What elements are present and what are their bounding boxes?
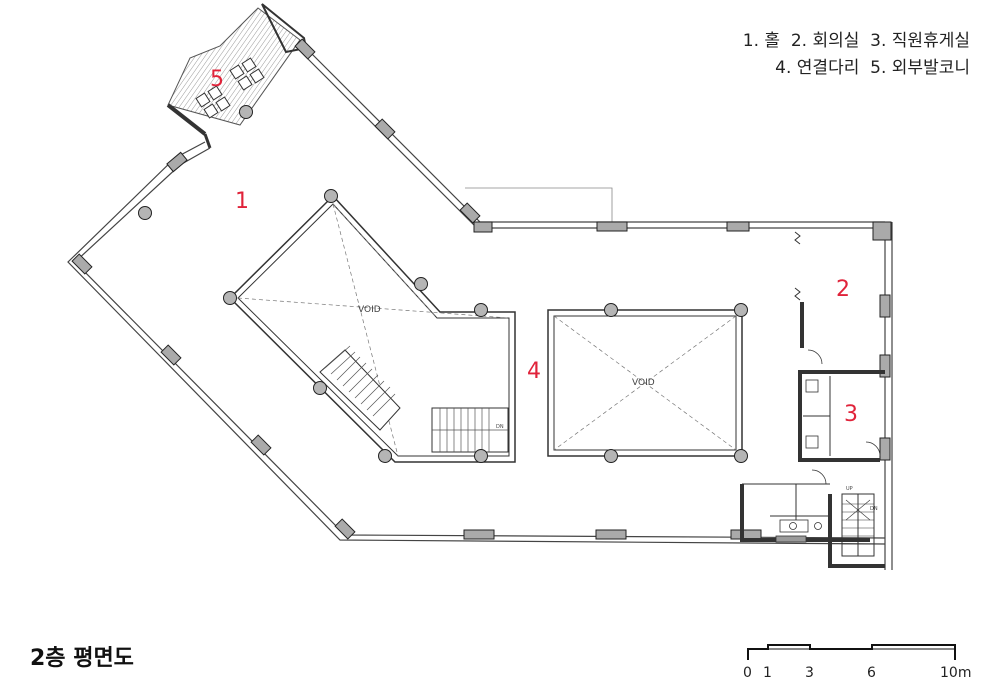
room-number-meeting: 2 — [836, 277, 850, 302]
void-label-right: VOID — [632, 378, 655, 388]
column — [604, 303, 618, 317]
scale-tick-3: 3 — [805, 665, 814, 681]
column — [474, 449, 488, 463]
legend-line-1: 1. 홀 2. 회의실 3. 직원휴게실 — [742, 31, 970, 51]
column — [604, 449, 618, 463]
stair-up-label: UP — [846, 486, 853, 492]
room-legend: 1. 홀 2. 회의실 3. 직원휴게실 4. 연결다리 5. 외부발코니 — [743, 28, 970, 82]
right-rooms — [740, 231, 885, 568]
column — [474, 303, 488, 317]
column — [734, 449, 748, 463]
column — [378, 449, 392, 463]
column — [223, 291, 237, 305]
balcony — [166, 3, 308, 149]
scale-tick-6: 6 — [867, 665, 876, 681]
column — [138, 206, 152, 220]
room-number-hall: 1 — [235, 189, 249, 214]
void-label-left: VOID — [358, 305, 381, 315]
stair-dn-label: DN — [870, 506, 878, 512]
legend-line-2: 4. 연결다리 5. 외부발코니 — [775, 58, 970, 78]
stair-dn-label-left: DN — [496, 424, 504, 430]
plan-title: 2층 평면도 — [30, 646, 134, 671]
room-number-lounge: 3 — [844, 402, 858, 427]
balcony-wall — [203, 133, 212, 149]
column — [324, 189, 338, 203]
room-number-balcony: 5 — [210, 67, 224, 92]
room-number-bridge: 4 — [527, 359, 541, 384]
stair-left — [319, 345, 509, 453]
scale-tick-0: 0 — [743, 665, 752, 681]
columns — [138, 105, 748, 463]
balcony-furniture — [195, 57, 265, 119]
balcony-wall — [166, 103, 207, 136]
scale-tick-10m: 10m — [940, 665, 971, 681]
column — [239, 105, 253, 119]
column — [313, 381, 327, 395]
column — [414, 277, 428, 291]
column — [734, 303, 748, 317]
scale-tick-1: 1 — [763, 665, 772, 681]
void-block-left: DN VOID — [228, 194, 516, 463]
void-block-right: VOID — [547, 309, 743, 457]
scale-bar: 0 1 3 6 10m — [743, 644, 971, 681]
wall-piers — [71, 38, 892, 540]
